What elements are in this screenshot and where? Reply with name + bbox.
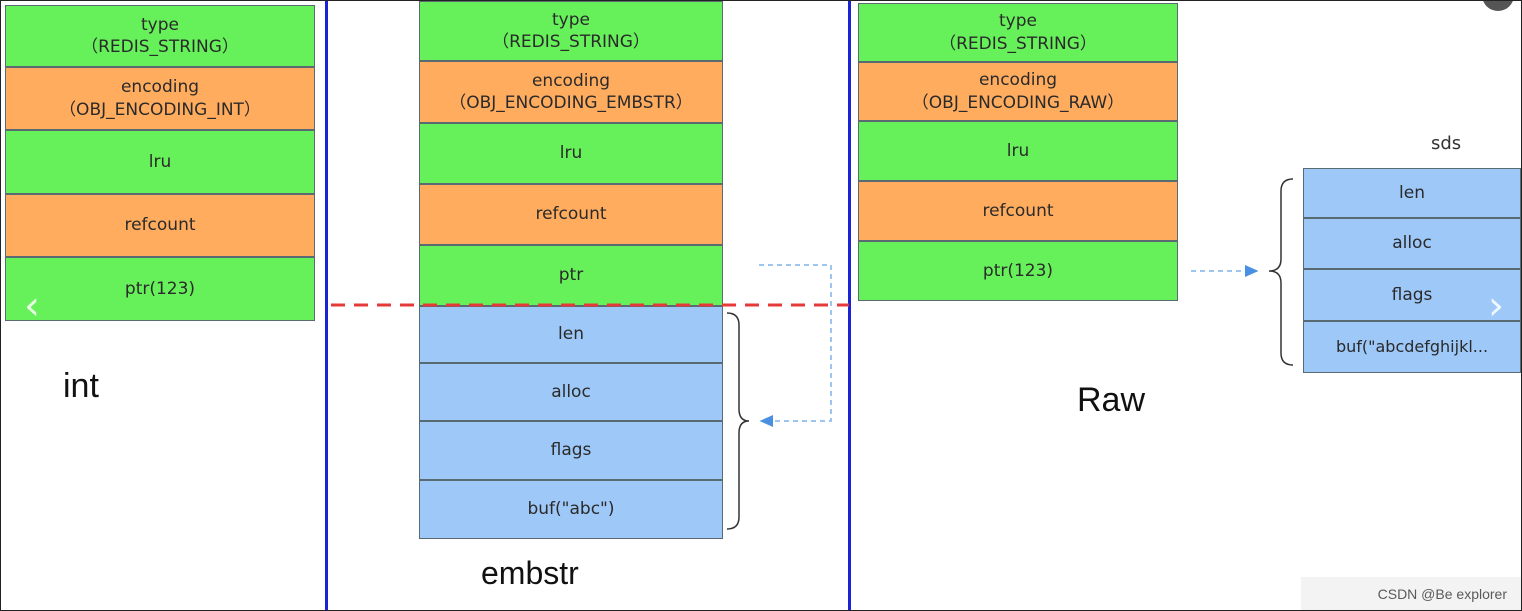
raw-sds-alloc-name: alloc [1392,233,1432,254]
embstr-field-encoding: encoding （OBJ_ENCODING_EMBSTR） [419,61,723,123]
watermark: CSDN @Be explorer [1377,586,1507,602]
raw-caption: Raw [1077,381,1146,419]
int-field-type: type （REDIS_STRING） [5,5,315,67]
raw-sds-flags-name: flags [1391,284,1433,305]
prev-slide-chevron-icon[interactable]: ‹ [24,283,40,329]
raw-sds-brace [1268,178,1294,366]
int-field-ptr: ptr(123) [5,257,315,321]
int-field-lru-name: lru [148,151,172,172]
raw-field-lru-name: lru [1006,140,1030,161]
raw-field-ptr: ptr(123) [858,241,1178,301]
embstr-sds-buf: buf("abc") [419,480,723,539]
embstr-field-lru-name: lru [559,143,583,164]
embstr-caption: embstr [481,555,579,591]
embstr-field-refcount-name: refcount [535,204,607,225]
divider-left [325,1,328,610]
raw-sds-buf: buf("abcdefghijkl... [1303,321,1521,373]
embstr-sds-flags: flags [419,421,723,480]
int-field-type-name: type [141,14,179,35]
embstr-field-type-value: （REDIS_STRING） [492,32,650,52]
embstr-sds-brace [726,312,750,530]
int-field-encoding-name: encoding [120,77,200,98]
embstr-field-type-name: type [552,9,590,30]
raw-field-type-name: type [999,11,1037,32]
embstr-sds-alloc: alloc [419,363,723,421]
corner-dot [1483,1,1513,11]
embstr-field-type: type （REDIS_STRING） [419,1,723,61]
raw-sds-alloc: alloc [1303,218,1521,269]
embstr-field-lru: lru [419,123,723,184]
embstr-sds-alloc-name: alloc [551,381,591,402]
raw-field-refcount-name: refcount [982,200,1054,221]
embstr-field-refcount: refcount [419,184,723,245]
raw-field-type-value: （REDIS_STRING） [939,33,1097,54]
embstr-ptr-arrow [759,264,832,427]
raw-field-encoding-value: （OBJ_ENCODING_RAW） [911,92,1125,113]
sds-title: sds [1431,133,1462,154]
divider-right [848,1,851,610]
int-field-ptr-name: ptr(123) [124,278,196,299]
raw-field-encoding: encoding （OBJ_ENCODING_RAW） [858,62,1178,121]
raw-sds-flags: flags [1303,269,1521,321]
raw-field-encoding-name: encoding [978,70,1058,91]
raw-sds-len-name: len [1399,182,1425,203]
raw-field-ptr-name: ptr(123) [982,260,1054,281]
embstr-field-ptr-name: ptr [558,265,584,286]
int-field-lru: lru [5,130,315,194]
watermark-backdrop [1301,577,1521,610]
next-slide-chevron-icon[interactable]: › [1488,283,1504,329]
int-field-encoding: encoding （OBJ_ENCODING_INT） [5,67,315,130]
int-field-type-value: （REDIS_STRING） [81,37,239,57]
int-field-encoding-value: （OBJ_ENCODING_INT） [59,99,261,120]
embstr-field-encoding-name: encoding [531,70,611,91]
embstr-sds-len: len [419,306,723,363]
int-field-refcount-name: refcount [124,215,196,236]
raw-field-type: type （REDIS_STRING） [858,3,1178,62]
embstr-sds-flags-name: flags [550,440,592,461]
raw-field-refcount: refcount [858,181,1178,241]
embstr-sds-buf-name: buf("abc") [527,499,615,520]
embstr-sds-len-name: len [558,324,584,345]
raw-sds-len: len [1303,168,1521,218]
int-caption: int [63,367,99,405]
embstr-field-encoding-value: （OBJ_ENCODING_EMBSTR） [449,93,693,113]
raw-sds-buf-name: buf("abcdefghijkl... [1335,336,1489,356]
int-field-refcount: refcount [5,194,315,257]
raw-field-lru: lru [858,121,1178,181]
